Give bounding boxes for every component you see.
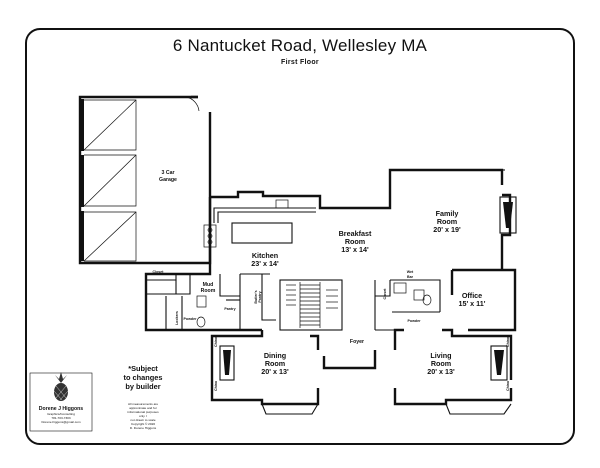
note-line-3: by builder — [125, 382, 160, 391]
breakfast-label-2: Room — [345, 237, 365, 246]
china-top-left-label: China — [214, 336, 218, 347]
credit-line-3: 781-703-7303 — [51, 416, 71, 420]
family-dims: 20' x 19' — [433, 225, 461, 234]
disclaimer-line-6: Copyright © 2020 — [131, 422, 155, 426]
note-line-1: *Subject — [128, 364, 158, 373]
garage-label-2: Garage — [159, 177, 177, 183]
butlers-label-2: Pantry — [258, 291, 262, 302]
plan-title: 6 Nantucket Road, Wellesley MA — [173, 36, 428, 55]
garage-door-2 — [80, 155, 84, 207]
dining-dims: 20' x 13' — [261, 367, 289, 376]
credit-line-4: Dorene.higgons@gmail.com — [41, 420, 81, 424]
closet-left-label: Closet — [153, 270, 165, 274]
living-dims: 20' x 13' — [427, 367, 455, 376]
living-label-2: Room — [431, 359, 451, 368]
disclaimer: All measurements are approximate and for… — [127, 402, 159, 430]
lockers-label: Lockers — [175, 311, 179, 325]
garage-door-3 — [80, 211, 84, 261]
wetbar-label: Wet — [407, 270, 414, 274]
interior-walls — [146, 199, 441, 331]
closet-right-label: Closet — [383, 288, 387, 300]
stairs — [279, 279, 343, 331]
mudroom-label-2: Room — [201, 288, 216, 294]
disclaimer-line-7: D. Dorene Higgons — [130, 426, 157, 430]
family-label-2: Room — [437, 217, 457, 226]
disclaimer-line-2: approximate and for — [129, 406, 157, 410]
china-bottom-left-label: China — [214, 380, 218, 391]
pineapple-logo-icon — [53, 372, 69, 401]
breakfast-label: Breakfast — [339, 229, 372, 238]
kitchen-island — [231, 222, 293, 244]
living-label: Living — [430, 351, 451, 360]
butlers-label: Butler's — [254, 290, 258, 303]
fireplace-living — [490, 345, 508, 381]
family-label: Family — [436, 209, 459, 218]
foyer-label: Foyer — [350, 339, 364, 345]
kitchen-label: Kitchen — [252, 251, 278, 260]
china-bottom-right-label: China — [506, 380, 510, 391]
credit-box: Dorene J Higgons Graphics/Consulting 781… — [29, 372, 93, 432]
credit-line-2: Graphics/Consulting — [47, 412, 75, 416]
garage-area: 3 Car Garage — [78, 95, 212, 265]
dining-label-2: Room — [265, 359, 285, 368]
powder-left-label: Powder — [184, 317, 198, 321]
credit-name: Dorene J Higgons — [39, 406, 84, 412]
disclaimer-line-1: All measurements are — [128, 402, 158, 406]
garage-label: 3 Car — [162, 170, 175, 176]
fireplace-dining — [219, 345, 235, 381]
kitchen-dims: 23' x 14' — [251, 259, 279, 268]
disclaimer-line-5: not drawn to scale — [130, 418, 155, 422]
powder-right-label: Powder — [408, 319, 422, 323]
wetbar-label-2: Bar — [407, 275, 414, 279]
fireplace-family — [499, 196, 517, 234]
china-top-right-label: China — [506, 336, 510, 347]
office-label: Office — [462, 291, 482, 300]
disclaimer-line-3: informational purposes — [127, 410, 159, 414]
range — [203, 224, 217, 248]
office-dims: 15' x 11' — [458, 299, 485, 308]
dining-label: Dining — [264, 351, 286, 360]
breakfast-dims: 13' x 14' — [341, 245, 369, 254]
pantry-label: Pantry — [224, 307, 235, 311]
main-walls — [144, 168, 517, 406]
floor-label: First Floor — [281, 59, 319, 66]
mudroom-label: Mud — [203, 282, 214, 288]
garage-door-1 — [80, 99, 84, 151]
note-line-2: to changes — [123, 373, 162, 382]
sheet-border — [25, 28, 575, 445]
disclaimer-line-4: only. I — [139, 414, 147, 418]
